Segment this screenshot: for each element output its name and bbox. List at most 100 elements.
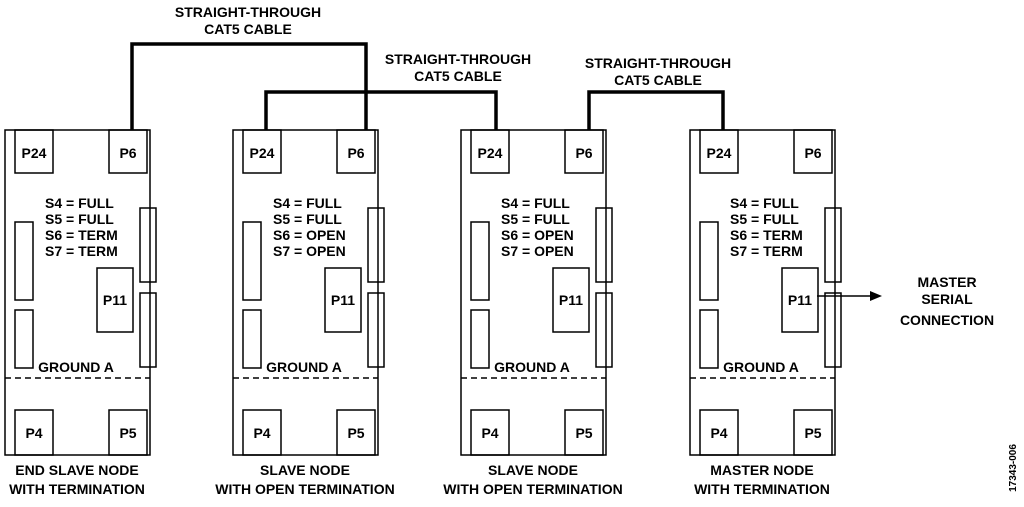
connector-p11-label: P11 [559, 292, 583, 308]
connector-p5 [564, 409, 604, 456]
cable-end-slave-to-slave-1 [130, 42, 368, 130]
header-right-top [139, 207, 157, 283]
connector-p4-label: P4 [253, 425, 270, 441]
board-caption-line1: SLAVE NODE [260, 462, 350, 478]
cable-1-label-line1: STRAIGHT-THROUGH [175, 4, 321, 20]
connector-p11-label: P11 [103, 292, 127, 308]
connector-p11 [552, 267, 590, 333]
connector-p5 [108, 409, 148, 456]
board-caption-line1: SLAVE NODE [488, 462, 578, 478]
connector-p6 [336, 129, 376, 174]
board-outline [4, 129, 151, 456]
connector-p6 [793, 129, 833, 174]
board-caption-line1: MASTER NODE [710, 462, 813, 478]
cable-3-label-line1: STRAIGHT-THROUGH [585, 55, 731, 71]
connector-p5-label: P5 [119, 425, 136, 441]
board-caption-line1: END SLAVE NODE [15, 462, 138, 478]
switch-setting: S5 = FULL [501, 211, 570, 227]
switch-setting: S4 = FULL [45, 195, 114, 211]
cables [130, 42, 725, 130]
connector-p24 [242, 129, 282, 174]
connector-p24-label: P24 [22, 145, 47, 161]
header-left-bottom [242, 309, 262, 369]
connector-p24-label: P24 [478, 145, 503, 161]
header-left-bottom [14, 309, 34, 369]
board-caption-line2: WITH OPEN TERMINATION [215, 481, 394, 497]
master-connection-line3: CONNECTION [900, 312, 994, 328]
header-left-bottom [699, 309, 719, 369]
figure-id: 17343-006 [1008, 444, 1019, 492]
connector-p11-label: P11 [788, 292, 812, 308]
switch-setting: S7 = TERM [730, 243, 803, 259]
switch-setting: S7 = TERM [45, 243, 118, 259]
switch-setting: S6 = TERM [730, 227, 803, 243]
connector-p6-label: P6 [119, 145, 136, 161]
cable-1-label-line2: CAT5 CABLE [204, 21, 292, 37]
switch-setting: S4 = FULL [501, 195, 570, 211]
connector-p11 [781, 267, 819, 333]
connector-p6-label: P6 [804, 145, 821, 161]
cable-2-label-line1: STRAIGHT-THROUGH [385, 51, 531, 67]
switch-setting: S6 = OPEN [273, 227, 346, 243]
switch-setting: S5 = FULL [730, 211, 799, 227]
switch-setting: S6 = TERM [45, 227, 118, 243]
connector-p4-label: P4 [25, 425, 42, 441]
board-caption-line2: WITH OPEN TERMINATION [443, 481, 622, 497]
connector-p4 [699, 409, 739, 456]
ground-label: GROUND A [38, 359, 114, 375]
header-left-top [470, 221, 490, 301]
header-left-bottom [470, 309, 490, 369]
cable-slave-1-to-slave-2 [264, 90, 498, 130]
connector-p5-label: P5 [347, 425, 364, 441]
ground-label: GROUND A [494, 359, 570, 375]
connector-p4-label: P4 [710, 425, 727, 441]
connector-p4 [242, 409, 282, 456]
connector-p24 [14, 129, 54, 174]
board-outline [232, 129, 379, 456]
header-right-top [595, 207, 613, 283]
connector-p11 [96, 267, 134, 333]
connector-p24-label: P24 [250, 145, 275, 161]
connector-p5 [336, 409, 376, 456]
connector-p11 [324, 267, 362, 333]
switch-setting: S6 = OPEN [501, 227, 574, 243]
header-right-top [367, 207, 385, 283]
header-left-top [242, 221, 262, 301]
ground-label: GROUND A [266, 359, 342, 375]
switch-setting: S5 = FULL [273, 211, 342, 227]
connector-p24 [699, 129, 739, 174]
header-right-top [824, 207, 842, 283]
master-connection-line1: MASTER [917, 274, 976, 290]
switch-setting: S4 = FULL [273, 195, 342, 211]
connector-p4 [470, 409, 510, 456]
header-left-top [14, 221, 34, 301]
connector-p5-label: P5 [804, 425, 821, 441]
connector-p5-label: P5 [575, 425, 592, 441]
connector-p24 [470, 129, 510, 174]
connector-p24-label: P24 [707, 145, 732, 161]
header-right-bottom [139, 292, 157, 368]
header-right-bottom [824, 292, 842, 368]
connector-p6-label: P6 [347, 145, 364, 161]
cable-3-label-line2: CAT5 CABLE [614, 72, 702, 88]
board-caption-line2: WITH TERMINATION [694, 481, 830, 497]
switch-setting: S4 = FULL [730, 195, 799, 211]
cable-slave-2-to-master [587, 90, 725, 130]
header-right-bottom [367, 292, 385, 368]
connector-p6 [564, 129, 604, 174]
switch-setting: S5 = FULL [45, 211, 114, 227]
connector-p4-label: P4 [481, 425, 498, 441]
connector-p11-label: P11 [331, 292, 355, 308]
master-connection-line2: SERIAL [921, 291, 973, 307]
board-caption-line2: WITH TERMINATION [9, 481, 145, 497]
switch-setting: S7 = OPEN [273, 243, 346, 259]
connector-p5 [793, 409, 833, 456]
ground-label: GROUND A [723, 359, 799, 375]
board-outline [460, 129, 607, 456]
